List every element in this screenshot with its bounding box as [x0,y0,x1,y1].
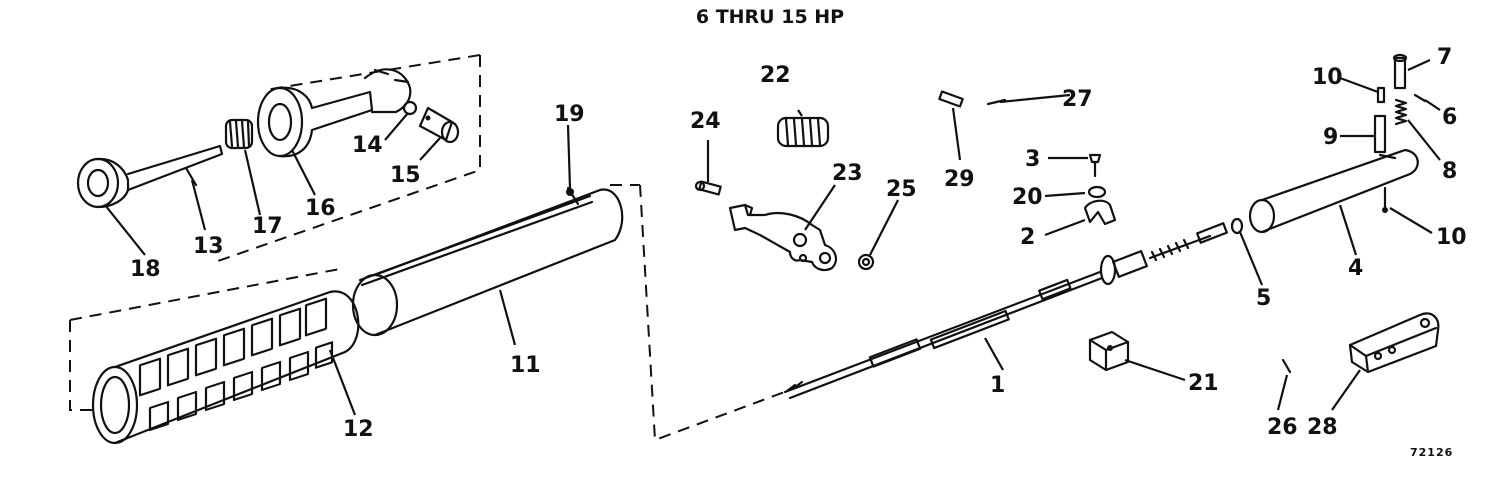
part-3-screw [1088,153,1102,178]
callout-29: 29 [944,167,975,192]
callout-1: 1 [990,373,1005,398]
callout-15: 15 [390,163,421,188]
callout-25: 25 [886,177,917,202]
callout-16: 16 [305,196,336,221]
part-8-spring [1394,98,1408,126]
callout-4: 4 [1348,256,1363,281]
callout-17: 17 [252,214,283,239]
callout-13: 13 [193,234,224,259]
callout-labels: 1 2 3 4 5 6 7 8 9 10 10 11 12 13 14 15 1… [130,45,1467,442]
callout-8: 8 [1442,159,1457,184]
callout-24: 24 [690,109,721,134]
callout-22: 22 [760,63,791,88]
callout-3: 3 [1025,147,1040,172]
grip-windows [138,297,334,432]
part-23-lever [728,203,838,272]
part-2-clamp [1083,199,1117,226]
part-7-screw [1392,53,1408,90]
part-17-spring [224,118,254,150]
part-4-shaft [1248,148,1419,234]
part-12-grip [91,290,360,445]
callout-5: 5 [1256,286,1271,311]
part-29-pin [938,90,964,108]
callout-2: 2 [1020,225,1035,250]
callout-10-lower: 10 [1436,225,1467,250]
callout-11: 11 [510,353,541,378]
callout-7: 7 [1437,45,1452,70]
callout-27: 27 [1062,87,1093,112]
part-11-tube [351,188,624,337]
part-20-washer [1087,185,1107,199]
part-18-knob [76,144,224,209]
part-10-pin-upper [1376,86,1386,104]
part-15-cylinder [418,106,460,144]
callout-28: 28 [1307,415,1338,440]
part-26-pin [1281,358,1292,374]
callout-10-upper: 10 [1312,65,1343,90]
part-25-nut [857,253,875,271]
part-5-ring [1230,217,1244,235]
part-9-rod [1373,114,1387,154]
leader-lines [104,58,1441,416]
callout-20: 20 [1012,185,1043,210]
part-28-bracket [1348,312,1440,374]
part-27-rod [986,98,1007,106]
callout-19: 19 [554,102,585,127]
dashed-group-lower [69,184,791,442]
diagram-title: 6 THRU 15 HP [695,6,845,28]
part-16-spool [256,68,412,158]
figure-code: 72126 [1410,446,1454,459]
callout-9: 9 [1323,125,1338,150]
callout-23: 23 [832,161,863,186]
callout-21: 21 [1188,371,1219,396]
callout-6: 6 [1442,105,1457,130]
part-13-pin [184,166,198,187]
callout-12: 12 [343,417,374,442]
part-1-cable [783,222,1228,400]
part-14-ball [402,100,418,116]
part-22-spring [776,116,830,148]
callout-14: 14 [352,133,383,158]
callout-18: 18 [130,257,161,282]
part-24-screw [694,180,722,196]
callout-26: 26 [1267,415,1298,440]
part-10-screw-lower [1382,186,1388,213]
part-6-pin [1413,93,1427,103]
part-21-clamp-block [1088,330,1130,372]
